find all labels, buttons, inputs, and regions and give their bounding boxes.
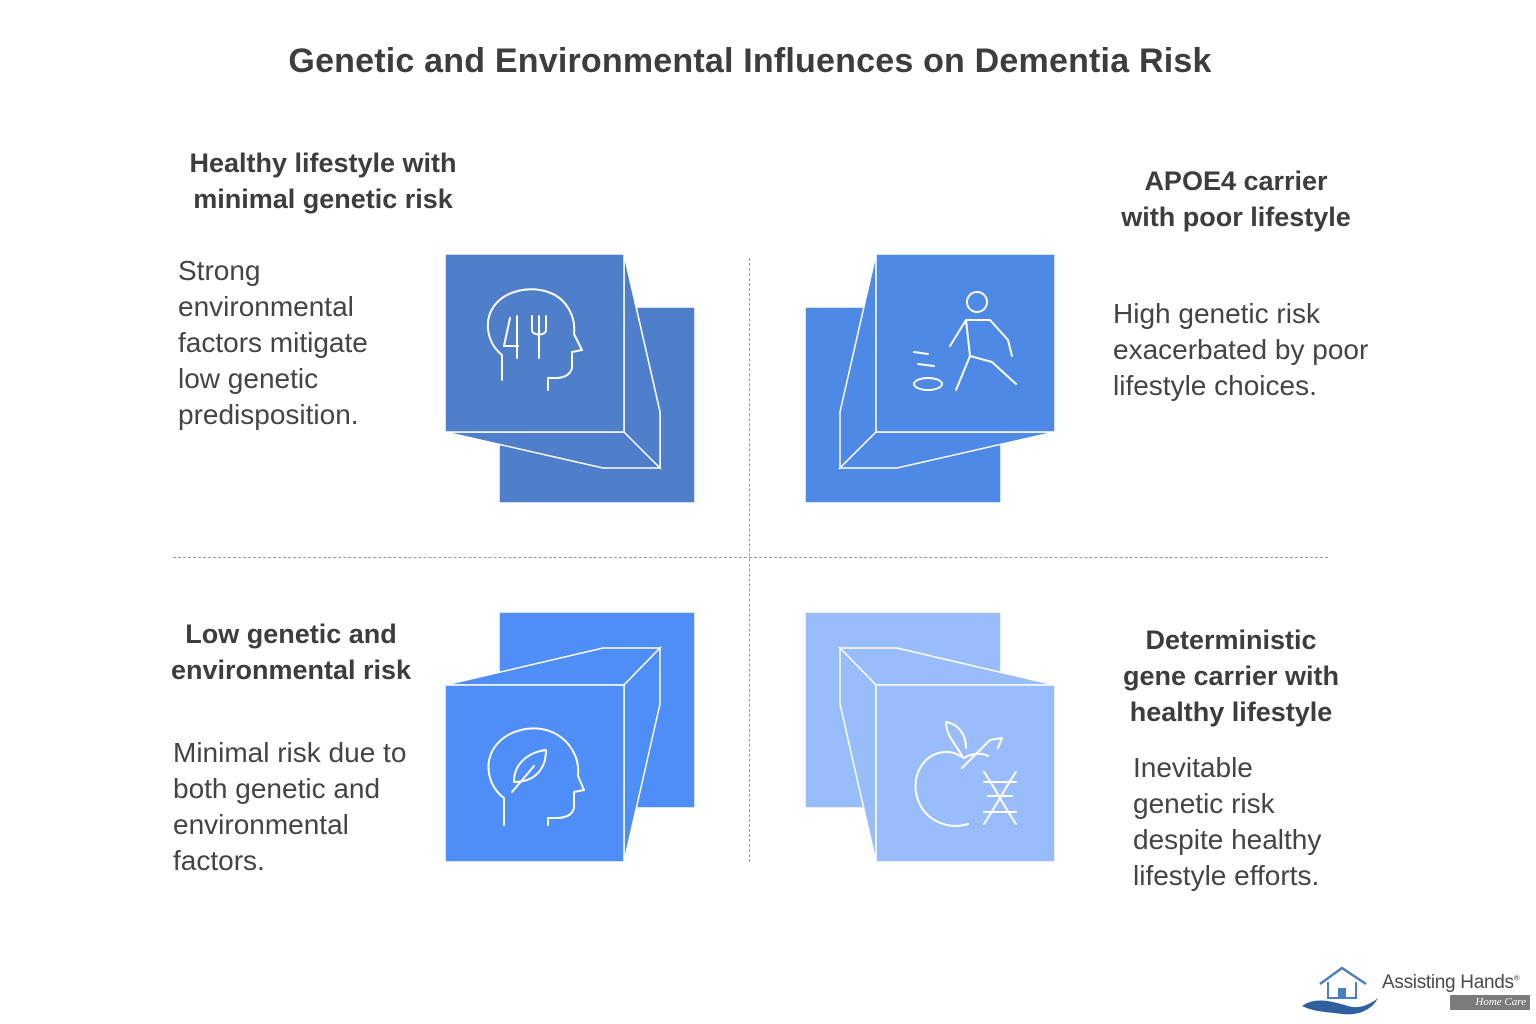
apple-dna-icon — [914, 721, 1017, 827]
cube-top-left — [444, 253, 696, 504]
logo-subtitle: Home Care — [1450, 995, 1530, 1010]
page-title: Genetic and Environmental Influences on … — [288, 42, 1212, 80]
cube-front-face — [875, 253, 1056, 433]
cube-front-face — [444, 684, 625, 863]
title-line: environmental risk — [170, 655, 412, 685]
description-line: factors. — [173, 845, 265, 876]
quadrant-title-bottom-right: Deterministic gene carrier with healthy … — [1081, 622, 1381, 730]
vertical-divider — [749, 258, 750, 862]
description-line: despite healthy — [1133, 824, 1322, 855]
description-line: Minimal risk due to — [173, 737, 407, 768]
title-line: gene carrier with — [1122, 661, 1340, 691]
cube-front-face — [444, 253, 625, 433]
logo-name: Assisting Hands® — [1382, 972, 1520, 994]
description-line: both genetic and — [173, 773, 381, 804]
quadrant-description-top-right: High genetic risk exacerbated by poor li… — [1113, 296, 1368, 404]
description-line: exacerbated by poor — [1113, 334, 1369, 365]
logo-registered-mark: ® — [1513, 973, 1520, 983]
cube-bottom-left — [444, 611, 696, 863]
quadrant-description-bottom-left: Minimal risk due to both genetic and env… — [173, 735, 406, 879]
walking-person-icon — [913, 291, 1017, 391]
title-line: APOE4 carrier — [1144, 166, 1328, 196]
quadrant-description-bottom-right: Inevitable genetic risk despite healthy … — [1133, 750, 1321, 894]
description-line: genetic risk — [1133, 788, 1275, 819]
description-line: environmental — [173, 809, 349, 840]
house-hand-icon — [1302, 966, 1378, 1015]
description-line: High genetic risk — [1113, 298, 1320, 329]
description-line: environmental — [178, 291, 354, 322]
head-fork-knife-icon — [486, 288, 583, 391]
description-line: low genetic — [178, 363, 319, 394]
title-line: minimal genetic risk — [193, 184, 453, 214]
logo-name-text: Assisting Hands — [1382, 972, 1514, 993]
horizontal-divider — [173, 557, 1328, 558]
title-line: healthy lifestyle — [1129, 697, 1333, 727]
title-line: Deterministic — [1145, 625, 1317, 655]
head-leaf-icon — [487, 727, 585, 826]
title-line: with poor lifestyle — [1121, 202, 1351, 232]
description-line: Strong — [178, 255, 261, 286]
quadrant-title-top-left: Healthy lifestyle with minimal genetic r… — [173, 145, 473, 217]
description-line: predisposition. — [178, 399, 359, 430]
cube-top-right — [804, 253, 1056, 504]
description-line: lifestyle efforts. — [1133, 860, 1320, 891]
quadrant-description-top-left: Strong environmental factors mitigate lo… — [178, 253, 368, 433]
quadrant-title-bottom-left: Low genetic and environmental risk — [141, 616, 441, 688]
title-line: Low genetic and — [185, 619, 397, 649]
description-line: factors mitigate — [178, 327, 368, 358]
description-line: Inevitable — [1133, 752, 1253, 783]
cube-front-face — [875, 684, 1056, 863]
assisting-hands-logo: Assisting Hands® Home Care — [1300, 962, 1530, 1018]
description-line: lifestyle choices. — [1113, 370, 1317, 401]
title-line: Healthy lifestyle with — [189, 148, 457, 178]
cube-bottom-right — [804, 611, 1056, 863]
quadrant-title-top-right: APOE4 carrier with poor lifestyle — [1086, 163, 1386, 235]
